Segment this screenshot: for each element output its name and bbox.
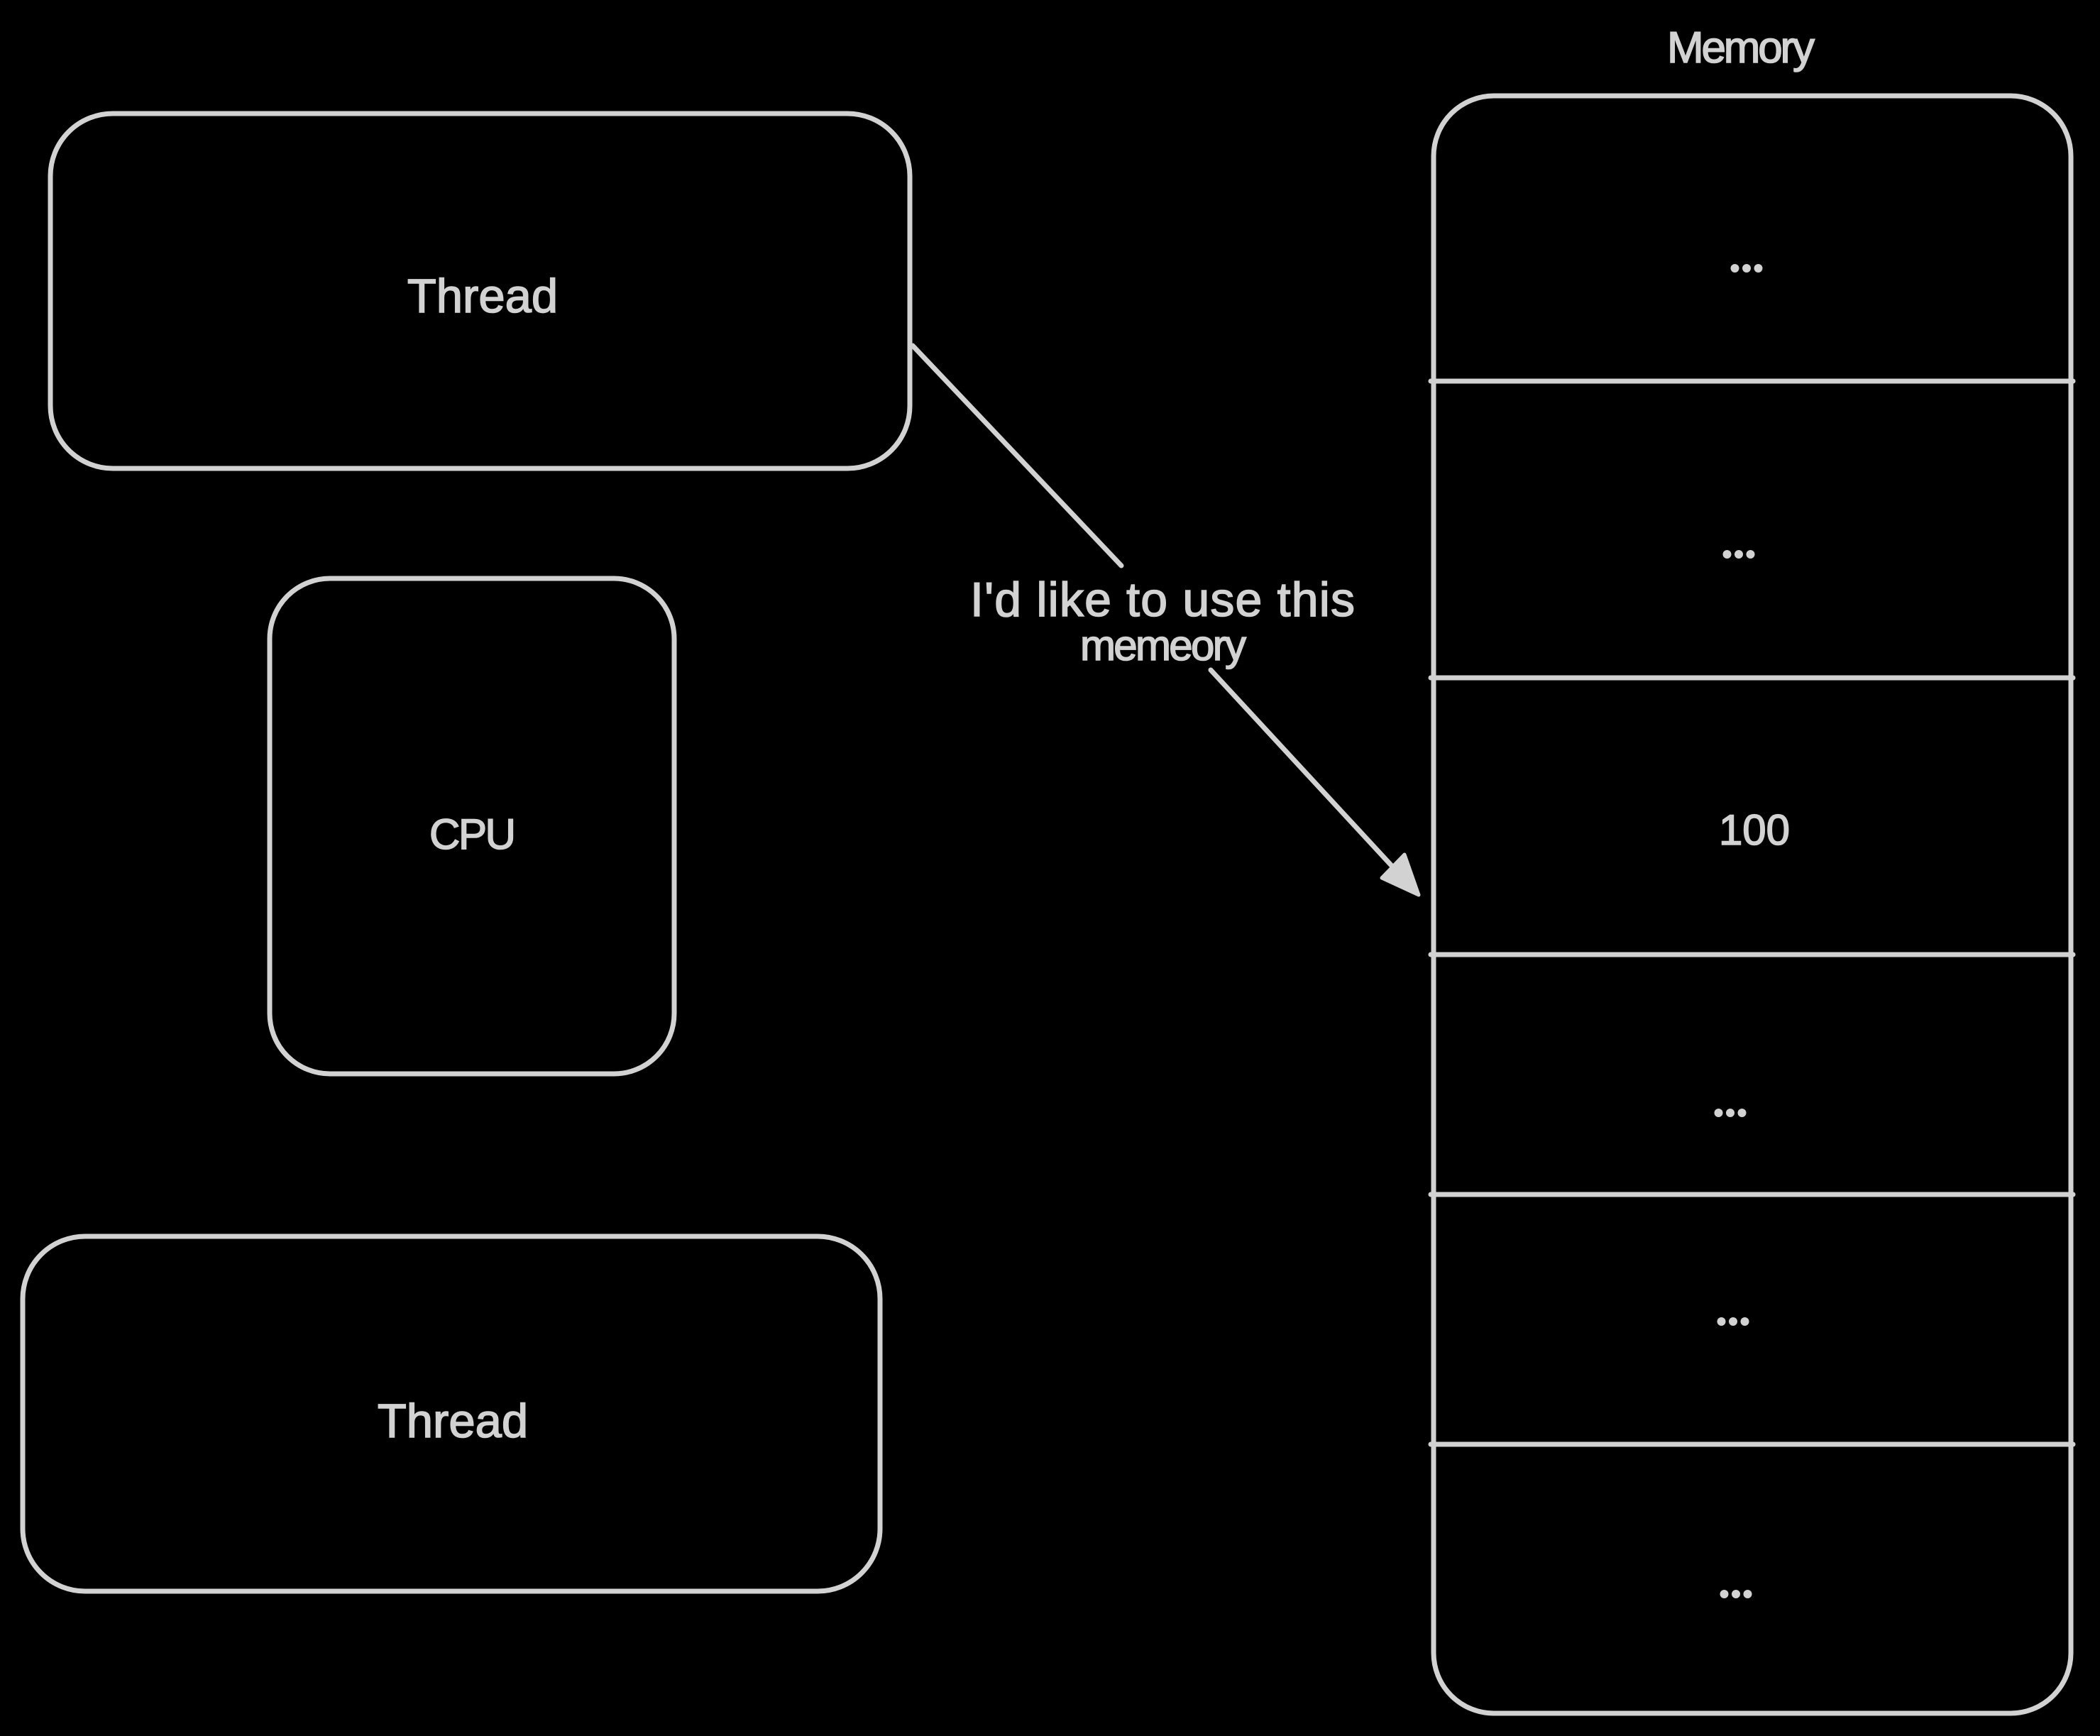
svg-text:memeory: memeory [1080,622,1246,669]
svg-text:100: 100 [1719,806,1790,854]
svg-text:I'd like to use this: I'd like to use this [970,573,1355,627]
svg-text:Thread: Thread [378,1395,528,1448]
svg-text:Thread: Thread [407,270,558,323]
svg-text:CPU: CPU [429,811,516,858]
svg-text:Memory: Memory [1667,23,1815,72]
